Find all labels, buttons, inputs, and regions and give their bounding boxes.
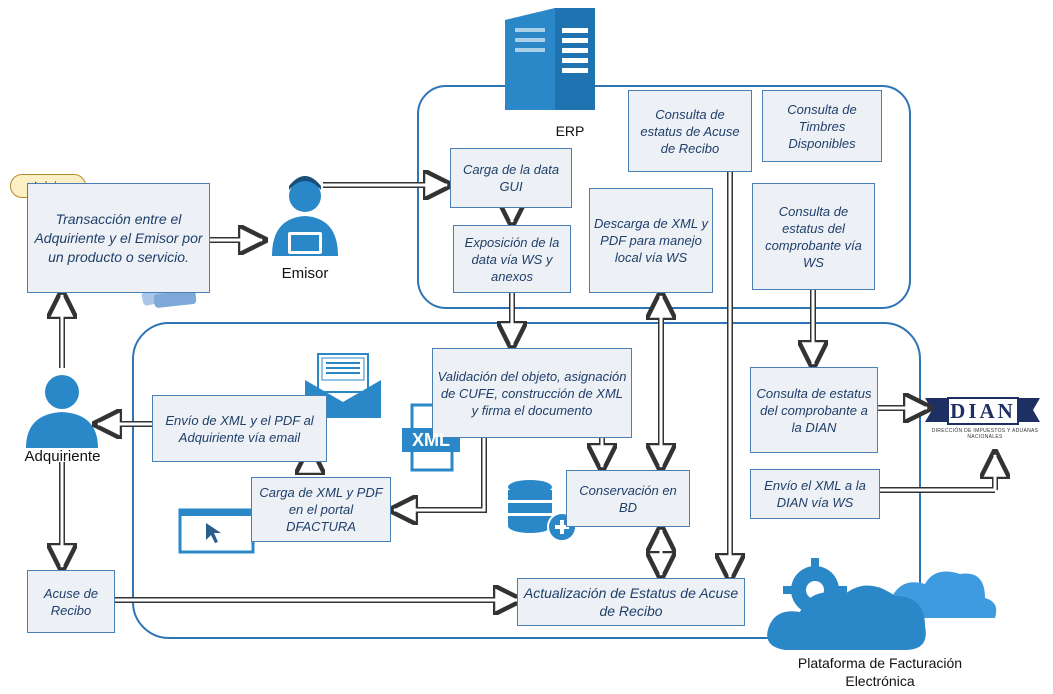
- update-receipt-status-box: Actualización de Estatus de Acuse de Rec…: [517, 578, 745, 626]
- dian-logo-subtitle: DIRECCIÓN DE IMPUESTOS Y ADUANAS NACIONA…: [931, 428, 1039, 440]
- emisor-person-icon: [272, 176, 338, 256]
- adquiriente-label: Adquiriente: [24, 448, 101, 465]
- db-storage-box: Conservación en BD: [566, 470, 690, 527]
- load-gui-box: Carga de la data GUI: [450, 148, 572, 208]
- send-to-dian-box: Envío el XML a la DIAN vía WS: [750, 469, 880, 519]
- exposure-box: Exposición de la data vía WS y anexos: [453, 225, 571, 293]
- platform-label: Plataforma de Facturación Electrónica: [797, 655, 963, 689]
- query-stamps-box: Consulta de Timbres Disponibles: [762, 90, 882, 162]
- receipt-ack-box: Acuse de Recibo: [27, 570, 115, 633]
- emisor-label: Emisor: [281, 265, 329, 282]
- query-dian-status-box: Consulta de estatus del comprobante a la…: [750, 367, 878, 453]
- upload-portal-box: Carga de XML y PDF en el portal DFACTURA: [251, 477, 391, 542]
- server-icon: [505, 8, 595, 110]
- download-xml-pdf-box: Descarga de XML y PDF para manejo local …: [589, 188, 713, 293]
- query-voucher-ws-box: Consulta de estatus del comprobante vía …: [752, 183, 875, 290]
- cloud-gear-icon: [767, 558, 997, 650]
- send-to-acquirer-box: Envío de XML y el PDF al Adquiriente vía…: [152, 395, 327, 462]
- query-receipt-status-box: Consulta de estatus de Acuse de Recibo: [628, 90, 752, 172]
- database-icon: [508, 480, 577, 542]
- flow-arrows: [62, 172, 995, 600]
- validation-box: Validación del objeto, asignación de CUF…: [432, 348, 632, 438]
- dian-logo-icon: [925, 397, 1040, 425]
- monitor-cursor-icon: [178, 508, 255, 554]
- xml-badge-text: XML: [412, 430, 450, 450]
- transaction-box: Transacción entre el Adquiriente y el Em…: [27, 183, 210, 293]
- adquiriente-person-icon: [26, 375, 98, 448]
- dian-logo-text: DIAN: [950, 399, 1016, 423]
- erp-label: ERP: [555, 123, 585, 139]
